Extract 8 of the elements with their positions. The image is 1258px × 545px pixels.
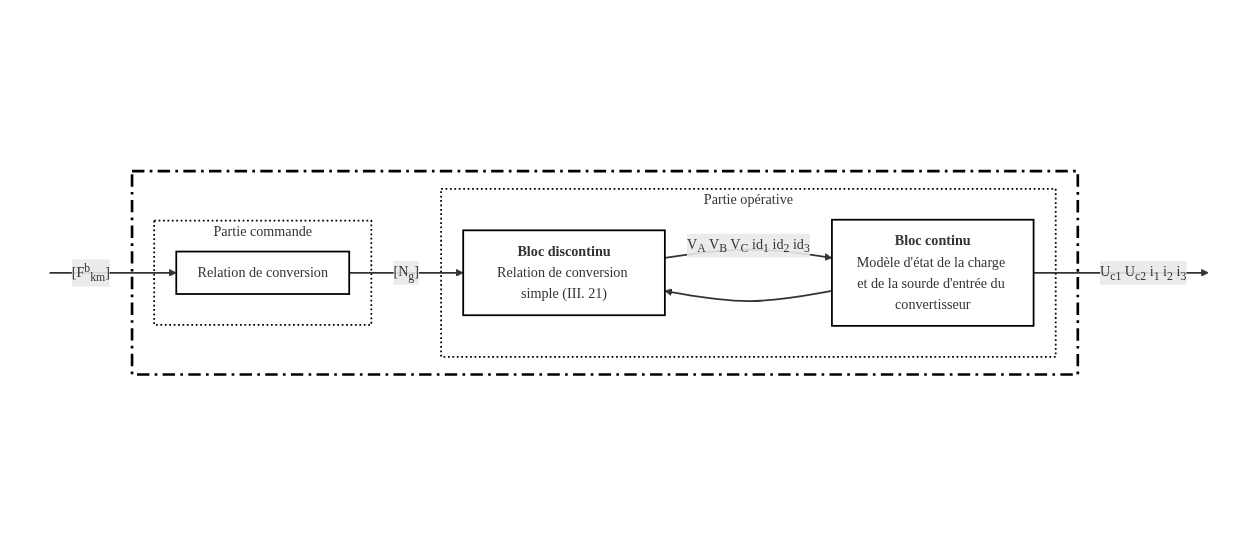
edge-label: [N$_{g}$]: [393, 263, 419, 282]
cluster: [130, 169, 1080, 376]
node-box: Relation de conversion: [175, 250, 351, 295]
node-box: Bloc discontinu Relation de conversion simple (III. 21): [462, 229, 666, 316]
edge-label: [F$^{b}$$_{km}$]: [71, 260, 110, 284]
edge-label: V$_{A}$ V$_{B}$ V$_{C}$ id$_{1}$ id$_{2}$ id$_{3}$: [686, 235, 810, 255]
node-box: Bloc continu Modèle d'état de la charge et de la sourde d'entrée du convertisseur: [831, 218, 1035, 327]
edge-label: U$_{c1}$ U$_{c2}$ i$_{1}$ i$_{2}$ i$_{3}$: [1099, 263, 1187, 282]
